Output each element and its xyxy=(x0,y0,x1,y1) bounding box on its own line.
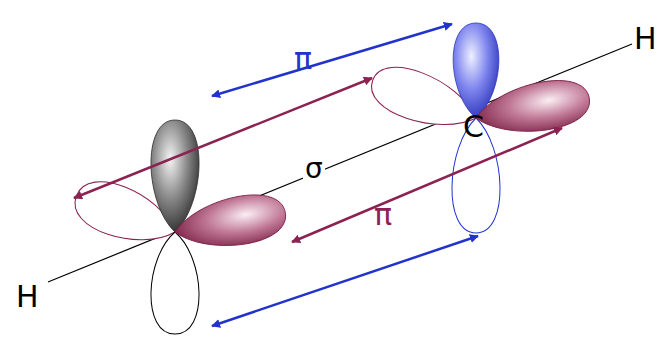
pi-overlap-arrow xyxy=(212,236,478,326)
pi-bond-label: π xyxy=(372,200,394,230)
pi-overlap-arrow xyxy=(212,24,452,96)
left-carbon-orbitals xyxy=(68,120,290,334)
sigma-bond-label: σ xyxy=(303,155,325,183)
pi-bond-label: π xyxy=(292,44,314,74)
pi-overlap-arrow xyxy=(74,78,372,198)
bond-axis xyxy=(48,44,632,282)
hydrogen-label: H xyxy=(632,24,659,54)
pi-overlap-arrow xyxy=(292,128,562,242)
carbon-label: C xyxy=(461,112,486,142)
hydrogen-label: H xyxy=(14,282,41,312)
